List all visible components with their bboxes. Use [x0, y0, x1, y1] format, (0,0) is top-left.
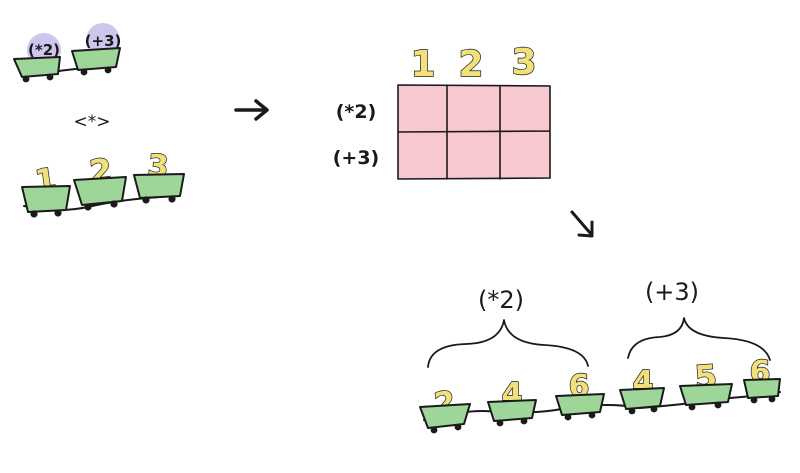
value-car: 3 — [133, 148, 185, 204]
wheel-icon — [650, 405, 658, 413]
brace-icon — [627, 317, 771, 361]
wheel-icon — [54, 209, 62, 217]
values-train: 1 2 3 — [21, 148, 185, 218]
cart-icon — [13, 56, 61, 78]
cart-icon — [555, 393, 605, 416]
row-header: (+3) — [333, 147, 380, 169]
column-header: 1 — [410, 44, 435, 85]
result-car: 2 — [419, 384, 471, 434]
function-car: (*2) — [13, 33, 61, 83]
combination-grid: 1 2 3 (*2) (+3) — [333, 41, 551, 180]
cart-icon — [619, 387, 665, 410]
cart-icon — [21, 185, 71, 213]
cart-icon — [679, 383, 733, 406]
cart-icon — [71, 47, 121, 71]
group-labels: (*2) (+3) — [427, 278, 771, 368]
wheel-icon — [520, 417, 528, 425]
group-label: (+3) — [645, 278, 699, 306]
wheel-icon — [768, 395, 776, 403]
result-car: 4 — [619, 364, 665, 415]
result-train: 2 4 6 4 5 — [419, 354, 781, 434]
cart-icon — [487, 399, 537, 422]
wheel-icon — [110, 200, 118, 208]
brace-icon — [427, 319, 589, 368]
result-car: 5 — [679, 357, 733, 411]
row-header: (*2) — [336, 101, 377, 123]
wheel-icon — [496, 419, 504, 427]
wheel-icon — [104, 66, 112, 74]
column-header: 2 — [458, 44, 483, 85]
column-header: 3 — [511, 42, 536, 83]
value-car: 2 — [73, 150, 127, 211]
result-car: 4 — [487, 376, 537, 427]
wheel-icon — [714, 401, 722, 409]
wheel-icon — [588, 411, 596, 419]
wheel-icon — [564, 413, 572, 421]
arrow-down-icon — [570, 210, 594, 238]
wheel-icon — [688, 403, 696, 411]
cart-icon — [133, 173, 185, 199]
wheel-icon — [628, 407, 636, 415]
wheel-icon — [84, 203, 92, 211]
cart-icon — [419, 403, 471, 429]
grid-lines — [397, 84, 551, 180]
wheel-icon — [30, 210, 38, 218]
wheel-icon — [22, 75, 30, 83]
wheel-icon — [454, 423, 462, 431]
wheel-icon — [80, 68, 88, 76]
function-car: (+3) — [71, 23, 122, 76]
result-car: 6 — [555, 368, 605, 421]
wheel-icon — [46, 73, 54, 81]
function-label: (*2) — [28, 41, 60, 59]
apply-operator: <*> — [74, 112, 111, 132]
wheel-icon — [430, 426, 438, 434]
wheel-icon — [168, 195, 176, 203]
group-label: (*2) — [478, 286, 524, 314]
result-car: 6 — [743, 354, 781, 404]
value-car: 1 — [21, 161, 71, 218]
function-label: (+3) — [85, 32, 122, 50]
arrow-right-icon — [234, 99, 269, 121]
wheel-icon — [750, 396, 758, 404]
cart-icon — [743, 378, 781, 399]
cart-icon — [73, 176, 127, 206]
functions-train: (*2) (+3) — [13, 23, 122, 83]
wheel-icon — [142, 196, 150, 204]
